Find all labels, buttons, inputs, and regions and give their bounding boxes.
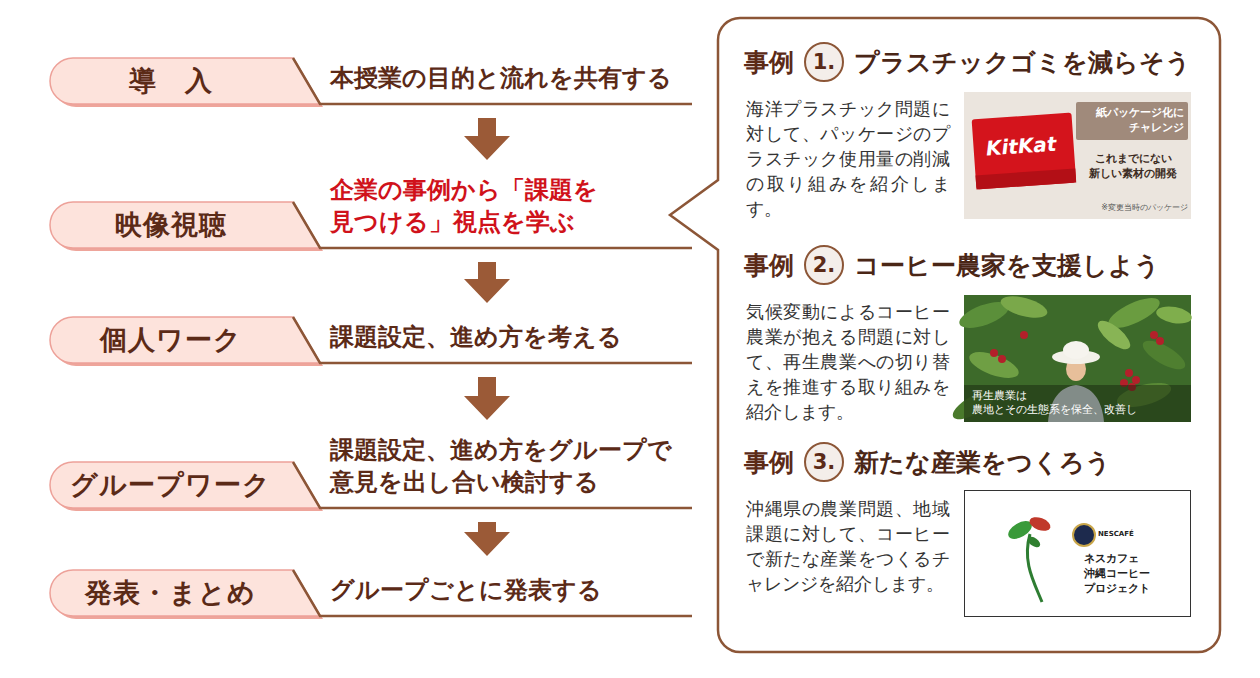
coffee-cherry (990, 349, 998, 357)
case-title: プラスチックゴミを減らそう (854, 44, 1191, 82)
project-name: ネスカフェ 沖縄コーヒー プロジェクト (1084, 552, 1174, 597)
step-description: 課題設定、進め方を考える (330, 321, 700, 353)
coffee-cherry (1020, 331, 1028, 339)
case-block: 事例 2. コーヒー農家を支援しよう気候変動によるコーヒー農業が抱える問題に対して、… (744, 245, 1200, 428)
banner (1076, 102, 1188, 140)
flow-arrow (464, 118, 510, 160)
case-number: 1. (804, 42, 844, 82)
photo-note: ※変更当時のパッケージ (1084, 202, 1188, 213)
photo-ground (964, 92, 1191, 219)
caption-shade (964, 385, 1191, 422)
coffee-cherry (998, 355, 1006, 363)
package-photo: KitKat 紙パッケージ化に チャレンジこれまでにない 新しい素材の開発 ※変更当… (964, 92, 1191, 219)
step-description: グループごとに発表する (330, 574, 700, 606)
photo-caption: これまでにない 新しい素材の開発 (1078, 152, 1188, 182)
step-band: 個人ワーク課題設定、進め方を考える (48, 315, 692, 365)
flow-arrow (464, 522, 510, 556)
logo-illustration (964, 490, 1191, 617)
step-label: 導 入 (48, 58, 293, 104)
case-label: 事例 (744, 44, 794, 82)
leaf (966, 347, 1022, 384)
banner-text: 紙パッケージ化に チャレンジ (1080, 106, 1184, 136)
farm-illustration (964, 295, 1191, 422)
leaf (1155, 304, 1193, 326)
package (972, 113, 1077, 190)
case-body: 気候変動によるコーヒー農業が抱える問題に対して、再生農業への切り替えを推進する取… (746, 299, 950, 424)
step-description: 企業の事例から「課題を 見つける」視点を学ぶ (330, 174, 700, 238)
case-block: 事例 3. 新たな産業をつくろう沖縄県の農業問題、地域課題に対して、コーヒーで新たな… (744, 442, 1200, 621)
plant-leaf (1028, 515, 1053, 534)
package-stripe (976, 168, 1077, 189)
hat-crown (1063, 341, 1089, 359)
step-band: 発表・まとめグループごとに発表する (48, 568, 692, 618)
panel-border (670, 18, 1220, 652)
leaf (1094, 316, 1135, 354)
step-label: 映像視聴 (48, 202, 293, 248)
flow-arrow (464, 377, 510, 420)
case-body: 沖縄県の農業問題、地域課題に対して、コーヒーで新たな産業をつくるチャレンジを紹介… (746, 496, 950, 596)
case-title: 新たな産業をつくろう (854, 444, 1111, 482)
plant-leaf (1026, 535, 1042, 550)
brand-mark: NESCAFÉ (1098, 530, 1134, 538)
brand-seal (1073, 524, 1095, 546)
step-band: グループワーク課題設定、進め方をグループで 意見を出し合い検討する (48, 432, 692, 510)
coffee-cherry (1125, 369, 1133, 377)
leaf (1139, 335, 1190, 375)
coffee-cherry (1156, 337, 1164, 345)
photo-caption: 再生農業は 農地とその生態系を保全、改善し (972, 389, 1152, 418)
coffee-cherry (1150, 331, 1158, 339)
step-description: 課題設定、進め方をグループで 意見を出し合い検討する (330, 434, 700, 498)
package-body (972, 113, 1077, 190)
logo-frame (965, 491, 1191, 617)
case-number: 2. (804, 245, 844, 285)
step-label: 個人ワーク (48, 317, 293, 363)
case-label: 事例 (744, 247, 794, 285)
farm-photo: 再生農業は 農地とその生態系を保全、改善し (964, 295, 1191, 422)
project-logo: NESCAFÉ ネスカフェ 沖縄コーヒー プロジェクト (964, 490, 1191, 617)
case-body: 海洋プラスチック問題に対して、パッケージのプラスチック使用量の削減の取り組みを紹… (746, 96, 950, 221)
step-description: 本授業の目的と流れを共有する (330, 62, 700, 94)
case-panel: 事例 1. プラスチックゴミを減らそう海洋プラスチック問題に対して、パッケージのプラ… (718, 18, 1220, 652)
flow-arrow (464, 262, 510, 303)
case-label: 事例 (744, 444, 794, 482)
step-band: 導 入本授業の目的と流れを共有する (48, 56, 692, 106)
brand-mark: KitKat (985, 132, 1057, 161)
step-label: グループワーク (48, 462, 293, 508)
coffee-cherry (1132, 376, 1140, 384)
case-number: 3. (804, 442, 844, 482)
leaf (998, 292, 1049, 322)
step-band: 映像視聴企業の事例から「課題を 見つける」視点を学ぶ (48, 172, 692, 250)
step-label: 発表・まとめ (48, 570, 293, 616)
case-title: コーヒー農家を支援しよう (854, 247, 1160, 285)
case-block: 事例 1. プラスチックゴミを減らそう海洋プラスチック問題に対して、パッケージのプラ… (744, 42, 1200, 225)
